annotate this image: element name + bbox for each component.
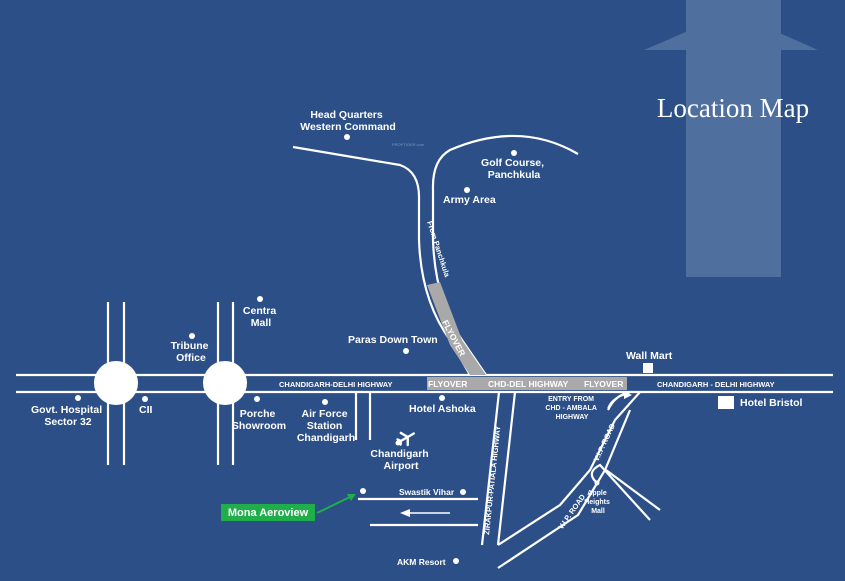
marker-cii: [142, 396, 148, 402]
marker-akm-resort: [453, 558, 459, 564]
label-army-area: Army Area: [443, 194, 496, 206]
entry-arrow-icon: [607, 394, 625, 409]
label-swastik-vihar: Swastik Vihar: [399, 487, 455, 497]
label-flyover-1: FLYOVER: [428, 379, 467, 389]
label-chd-delhi-highway-right: CHANDIGARH - DELHI HIGHWAY: [657, 380, 775, 389]
airplane-icon: [396, 431, 415, 447]
label-tribune-office: Tribune Office: [171, 340, 212, 364]
label-chd-delhi-highway-left: CHANDIGARH-DELHI HIGHWAY: [279, 380, 392, 389]
label-centra-mall: Centra Mall: [243, 305, 279, 329]
label-apple-heights: Apple Heights Mall: [584, 490, 612, 515]
label-akm-resort: AKM Resort: [397, 557, 446, 567]
label-hotel-ashoka: Hotel Ashoka: [409, 403, 476, 415]
marker-centra-mall: [257, 296, 263, 302]
label-govt-hospital: Govt. Hospital Sector 32: [31, 404, 105, 428]
marker-hotel-ashoka: [439, 395, 445, 401]
label-chandigarh-airport: Chandigarh Airport: [370, 448, 431, 472]
watermark: PROPTIGER.com: [392, 142, 425, 147]
mona-aeroview-callout: Mona Aeroview: [221, 494, 356, 521]
marker-wall-mart: [643, 363, 653, 373]
label-wall-mart: Wall Mart: [626, 350, 673, 362]
label-vip-road-1: V.I.P. ROAD: [592, 421, 618, 462]
marker-swastik-vihar: [460, 489, 466, 495]
label-flyover-2: FLYOVER: [584, 379, 623, 389]
label-hotel-bristol: Hotel Bristol: [740, 397, 803, 409]
label-paras-down-town: Paras Down Town: [348, 334, 438, 346]
marker-govt-hospital: [75, 395, 81, 401]
roundabout-2: [203, 361, 247, 405]
label-chd-del-highway: CHD-DEL HIGHWAY: [488, 379, 569, 389]
marker-air-force-station: [322, 399, 328, 405]
flyover-bands: [427, 282, 627, 390]
label-from-panchkula: From Panchkula: [425, 220, 452, 279]
label-golf-course: Golf Course, Panchkula: [481, 157, 547, 181]
marker-apple-heights: [594, 480, 600, 486]
marker-tribune-office: [189, 333, 195, 339]
label-mona-aeroview: Mona Aeroview: [228, 507, 309, 519]
left-arrow-icon: [400, 509, 450, 517]
label-porche-showroom: Porche Showroom: [232, 408, 286, 432]
label-vip-road-2: V.I.P. ROAD: [556, 492, 587, 531]
label-hq-western-command: Head Quarters Western Command: [300, 109, 396, 133]
marker-airport: [395, 440, 401, 446]
marker-hotel-bristol: [718, 396, 734, 409]
marker-golf-course: [511, 150, 517, 156]
map-title: Location Map: [657, 93, 809, 123]
marker-paras-down-town: [403, 348, 409, 354]
label-cii: CII: [139, 404, 153, 416]
roundabout-1: [94, 361, 138, 405]
marker-army-area: [464, 187, 470, 193]
marker-mona-aeroview: [360, 488, 366, 494]
label-zirakpur-patiala: ZIRAKPUR-PATIALA HIGHWAY: [482, 425, 502, 535]
label-air-force-station: Air Force Station Chandigarh: [297, 408, 355, 444]
marker-porche-showroom: [254, 396, 260, 402]
marker-hq: [344, 134, 350, 140]
label-entry-from: ENTRY FROM CHD - AMBALA HIGHWAY: [545, 396, 598, 421]
up-arrow-graphic: [644, 0, 818, 277]
